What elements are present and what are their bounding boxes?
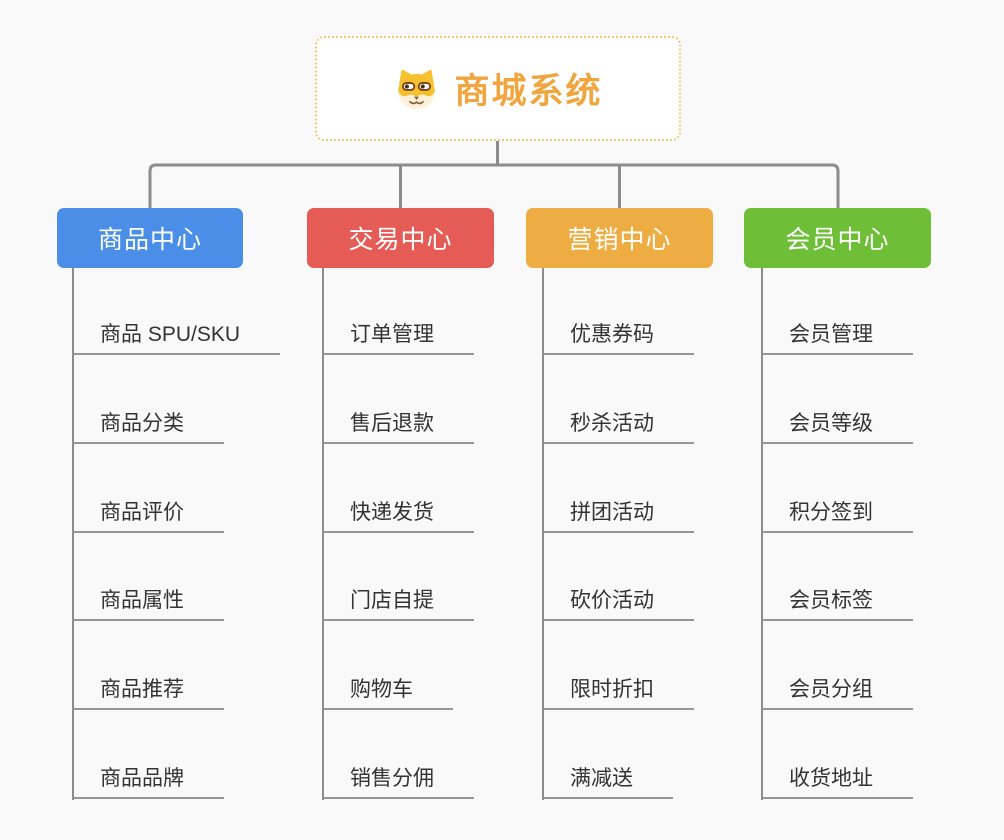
leaf-node[interactable]: 会员分组 — [762, 668, 913, 710]
leaf-node[interactable]: 商品 SPU/SKU — [73, 313, 281, 355]
leaf-node[interactable]: 优惠券码 — [543, 313, 694, 355]
leaf-node[interactable]: 商品分类 — [73, 402, 224, 444]
leaf-node[interactable]: 商品评价 — [73, 491, 224, 533]
root-title: 商城系统 — [454, 72, 603, 111]
leaf-node[interactable]: 商品品牌 — [73, 757, 224, 799]
branch-node-marketing-center[interactable]: 营销中心 — [526, 208, 713, 268]
leaf-node[interactable]: 订单管理 — [323, 313, 474, 355]
leaf-node[interactable]: 会员等级 — [762, 402, 913, 444]
leaf-node[interactable]: 售后退款 — [323, 402, 474, 444]
leaf-node[interactable]: 拼团活动 — [543, 491, 694, 533]
leaf-node[interactable]: 秒杀活动 — [543, 402, 694, 444]
branch-label: 会员中心 — [785, 226, 890, 254]
leaf-node[interactable]: 砍价活动 — [543, 579, 694, 621]
leaf-node[interactable]: 商品推荐 — [73, 668, 224, 710]
leaf-node[interactable]: 积分签到 — [762, 491, 913, 533]
leaf-node[interactable]: 满减送 — [543, 757, 673, 799]
branch-label: 交易中心 — [348, 226, 453, 254]
branch-node-product-center[interactable]: 商品中心 — [57, 208, 243, 268]
leaf-node[interactable]: 门店自提 — [323, 579, 474, 621]
dog-icon — [393, 67, 440, 110]
leaf-node[interactable]: 会员管理 — [762, 313, 913, 355]
branch-label: 营销中心 — [567, 226, 672, 254]
leaf-node[interactable]: 快递发货 — [323, 491, 474, 533]
branch-node-trade-center[interactable]: 交易中心 — [307, 208, 494, 268]
leaf-node[interactable]: 限时折扣 — [543, 668, 694, 710]
leaf-node[interactable]: 购物车 — [323, 668, 453, 710]
branch-label: 商品中心 — [97, 226, 202, 254]
leaf-node[interactable]: 销售分佣 — [323, 757, 474, 799]
leaf-node[interactable]: 收货地址 — [762, 757, 913, 799]
leaf-node[interactable]: 会员标签 — [762, 579, 913, 621]
root-node[interactable]: 商城系统 — [315, 36, 681, 141]
branch-node-member-center[interactable]: 会员中心 — [744, 208, 931, 268]
leaf-node[interactable]: 商品属性 — [73, 579, 224, 621]
